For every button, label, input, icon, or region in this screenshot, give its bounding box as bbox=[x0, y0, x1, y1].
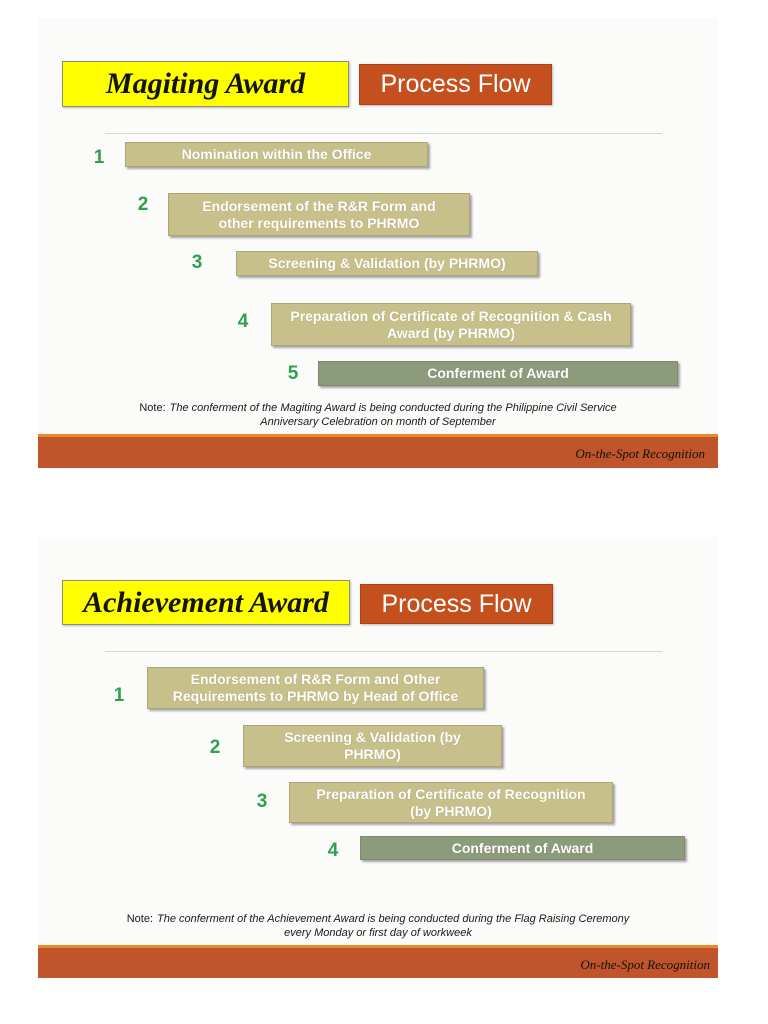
step-5-box: Conferment of Award bbox=[318, 361, 678, 386]
step-4-number: 4 bbox=[237, 311, 249, 332]
step-text: (by PHRMO) bbox=[410, 802, 492, 819]
step-text: Preparation of Certificate of Recognitio… bbox=[290, 307, 612, 324]
step-text: Conferment of Award bbox=[427, 365, 569, 381]
step-1-number: 1 bbox=[113, 685, 125, 706]
award-title: Magiting Award bbox=[105, 67, 306, 100]
footer-stripe bbox=[38, 434, 718, 437]
step-1-box: Endorsement of R&R Form and Other Requir… bbox=[147, 667, 484, 709]
footer-stripe bbox=[38, 945, 718, 948]
step-text: Endorsement of the R&R Form and bbox=[202, 197, 436, 214]
note-line: Note:The conferment of the Achievement A… bbox=[38, 912, 718, 926]
step-text: Conferment of Award bbox=[451, 839, 594, 856]
divider-line bbox=[105, 133, 662, 134]
step-3-number: 3 bbox=[191, 252, 203, 273]
step-text: Screening & Validation (by PHRMO) bbox=[268, 255, 506, 271]
process-flow-badge: Process Flow bbox=[360, 584, 553, 624]
note: Note:The conferment of the Magiting Awar… bbox=[38, 401, 718, 429]
award-title-box: Achievement Award bbox=[62, 580, 350, 625]
note-label: Note: bbox=[126, 913, 154, 925]
step-4-box: Preparation of Certificate of Recognitio… bbox=[271, 303, 631, 346]
footer: On-the-Spot Recognition bbox=[38, 945, 718, 978]
note-text: The conferment of the Achievement Award … bbox=[157, 913, 630, 925]
footer: On-the-Spot Recognition bbox=[38, 434, 718, 468]
note-line: every Monday or first day of workweek bbox=[38, 926, 718, 940]
step-text: Screening & Validation (by bbox=[284, 729, 461, 745]
step-2-box: Endorsement of the R&R Form and other re… bbox=[168, 193, 470, 236]
step-3-number: 3 bbox=[256, 791, 268, 812]
step-text: Nomination within the Office bbox=[181, 146, 372, 162]
footer-text: On-the-Spot Recognition bbox=[580, 956, 710, 972]
award-title: Achievement Award bbox=[83, 585, 329, 619]
step-2-number: 2 bbox=[137, 194, 149, 215]
step-text: PHRMO) bbox=[344, 746, 401, 762]
step-4-number: 4 bbox=[327, 840, 339, 861]
step-2-number: 2 bbox=[209, 737, 221, 758]
footer-band: On-the-Spot Recognition bbox=[38, 437, 718, 468]
step-text: Preparation of Certificate of Recognitio… bbox=[316, 785, 586, 802]
step-text: Endorsement of R&R Form and Other bbox=[190, 671, 441, 687]
award-title-box: Magiting Award bbox=[62, 61, 349, 107]
step-5-number: 5 bbox=[287, 363, 299, 384]
note: Note:The conferment of the Achievement A… bbox=[38, 912, 718, 940]
process-flow-label: Process Flow bbox=[381, 589, 532, 618]
note-text: every Monday or first day of workweek bbox=[284, 927, 472, 939]
step-2-box: Screening & Validation (by PHRMO) bbox=[243, 725, 502, 767]
note-line: Note:The conferment of the Magiting Awar… bbox=[38, 401, 718, 415]
step-1-box: Nomination within the Office bbox=[125, 142, 428, 167]
step-3-box: Screening & Validation (by PHRMO) bbox=[236, 251, 538, 276]
step-3-box: Preparation of Certificate of Recognitio… bbox=[289, 782, 613, 823]
step-text: other requirements to PHRMO bbox=[218, 214, 420, 231]
slide-achievement-award: Achievement Award Process Flow 1 Endorse… bbox=[38, 537, 718, 978]
step-4-box: Conferment of Award bbox=[360, 836, 685, 860]
footer-text: On-the-Spot Recognition bbox=[575, 446, 705, 461]
divider-line bbox=[105, 651, 662, 652]
step-text: Award (by PHRMO) bbox=[386, 324, 516, 341]
footer-band: On-the-Spot Recognition bbox=[38, 948, 718, 978]
note-label: Note: bbox=[139, 402, 166, 414]
process-flow-badge: Process Flow bbox=[359, 64, 552, 105]
note-text: The conferment of the Magiting Award is … bbox=[169, 402, 617, 414]
slide-magiting-award: Magiting Award Process Flow 1 Nomination… bbox=[38, 18, 718, 468]
step-text: Requirements to PHRMO by Head of Office bbox=[172, 688, 459, 704]
note-text: Anniversary Celebration on month of Sept… bbox=[260, 416, 496, 428]
process-flow-label: Process Flow bbox=[380, 70, 531, 98]
note-line: Anniversary Celebration on month of Sept… bbox=[38, 415, 718, 429]
step-1-number: 1 bbox=[93, 147, 105, 168]
